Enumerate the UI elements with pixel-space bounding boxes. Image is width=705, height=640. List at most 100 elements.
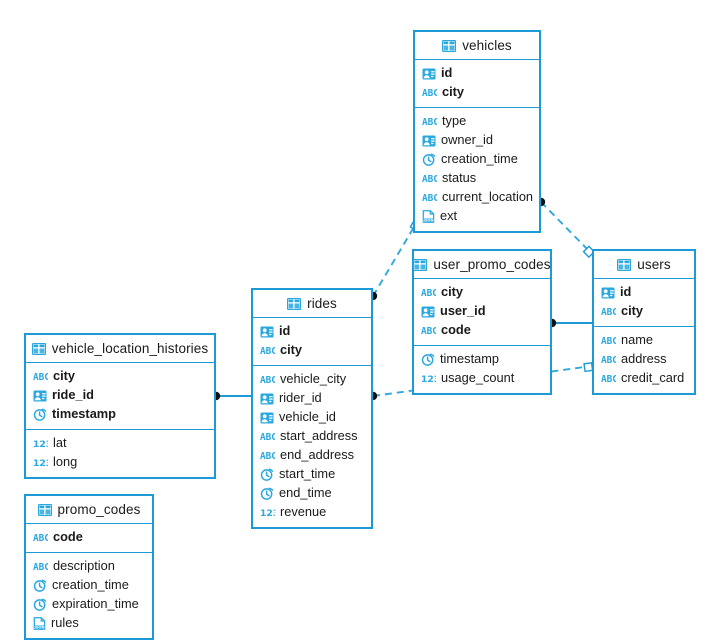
- table-header[interactable]: user_promo_codes: [413, 251, 551, 279]
- column-row[interactable]: id: [253, 322, 371, 341]
- string-icon: ABC: [601, 306, 616, 317]
- timestamp-icon: [421, 353, 435, 366]
- string-icon: ABC: [33, 561, 48, 572]
- string-icon: ABC: [421, 325, 436, 336]
- uuid-icon: [260, 326, 274, 338]
- column-name: user_id: [440, 303, 486, 319]
- string-icon: ABC: [601, 335, 616, 346]
- column-row[interactable]: timestamp: [26, 405, 214, 424]
- column-row[interactable]: timestamp: [414, 350, 550, 369]
- column-row[interactable]: ABC city: [415, 83, 539, 102]
- column-row[interactable]: 123usage_count: [414, 369, 550, 388]
- column-row[interactable]: owner_id: [415, 131, 539, 150]
- column-name: status: [442, 170, 477, 186]
- column-row[interactable]: id: [415, 64, 539, 83]
- svg-text:ABC: ABC: [260, 346, 275, 356]
- timestamp-icon: [33, 408, 47, 421]
- string-icon: ABC: [260, 345, 275, 356]
- table-name: vehicle_location_histories: [51, 341, 209, 356]
- timestamp-icon: [260, 487, 274, 500]
- column-row[interactable]: start_time: [253, 465, 371, 484]
- table-icon: [287, 297, 302, 310]
- column-name: vehicle_city: [280, 371, 347, 387]
- table-header[interactable]: vehicles: [415, 32, 539, 60]
- column-name: creation_time: [52, 577, 129, 593]
- column-row[interactable]: vehicle_id: [253, 408, 371, 427]
- number-icon: 123: [421, 373, 436, 384]
- timestamp-icon: [33, 579, 47, 592]
- column-row[interactable]: ride_id: [26, 386, 214, 405]
- table-icon: [31, 342, 46, 355]
- string-icon: ABC: [260, 450, 275, 461]
- table-header[interactable]: vehicle_location_histories: [26, 335, 214, 363]
- svg-text:ABC: ABC: [422, 117, 437, 127]
- uuid-icon: [422, 135, 436, 147]
- uuid-icon: [422, 68, 436, 80]
- column-row[interactable]: ABC city: [253, 341, 371, 360]
- column-row[interactable]: user_id: [414, 302, 550, 321]
- column-row[interactable]: creation_time: [415, 150, 539, 169]
- svg-text:ABC: ABC: [601, 374, 616, 384]
- svg-text:JSON: JSON: [34, 626, 45, 630]
- timestamp-icon: [260, 468, 274, 481]
- table-name: user_promo_codes: [433, 257, 551, 272]
- column-row[interactable]: creation_time: [26, 576, 152, 595]
- table-header[interactable]: users: [594, 251, 694, 279]
- svg-text:ABC: ABC: [601, 355, 616, 365]
- json-icon: JSON: [422, 210, 435, 223]
- column-row[interactable]: 123revenue: [253, 503, 371, 522]
- table-icon: [442, 39, 457, 52]
- svg-text:ABC: ABC: [422, 88, 437, 98]
- column-name: rider_id: [279, 390, 322, 406]
- column-name: current_location: [442, 189, 534, 205]
- column-row[interactable]: id: [594, 283, 694, 302]
- column-row[interactable]: expiration_time: [26, 595, 152, 614]
- table-icon: [37, 503, 52, 516]
- column-row[interactable]: rider_id: [253, 389, 371, 408]
- column-name: city: [442, 84, 465, 100]
- table-header[interactable]: promo_codes: [26, 496, 152, 524]
- table-icon: [413, 258, 428, 271]
- column-row[interactable]: 123lat: [26, 434, 214, 453]
- table-header[interactable]: rides: [253, 290, 371, 318]
- uuid-icon: [260, 393, 274, 405]
- relationship-line-vehicles-to-users[interactable]: [540, 201, 593, 255]
- column-row[interactable]: 123long: [26, 453, 214, 472]
- column-row[interactable]: end_time: [253, 484, 371, 503]
- column-name: city: [280, 342, 303, 358]
- svg-text:123: 123: [33, 439, 48, 449]
- relationship-line-rides-to-vehicles[interactable]: [372, 221, 418, 297]
- column-row[interactable]: ABC status: [415, 169, 539, 188]
- columns-section: timestamp123usage_count: [414, 346, 550, 393]
- table-icon: [617, 258, 632, 271]
- svg-text:ABC: ABC: [422, 174, 437, 184]
